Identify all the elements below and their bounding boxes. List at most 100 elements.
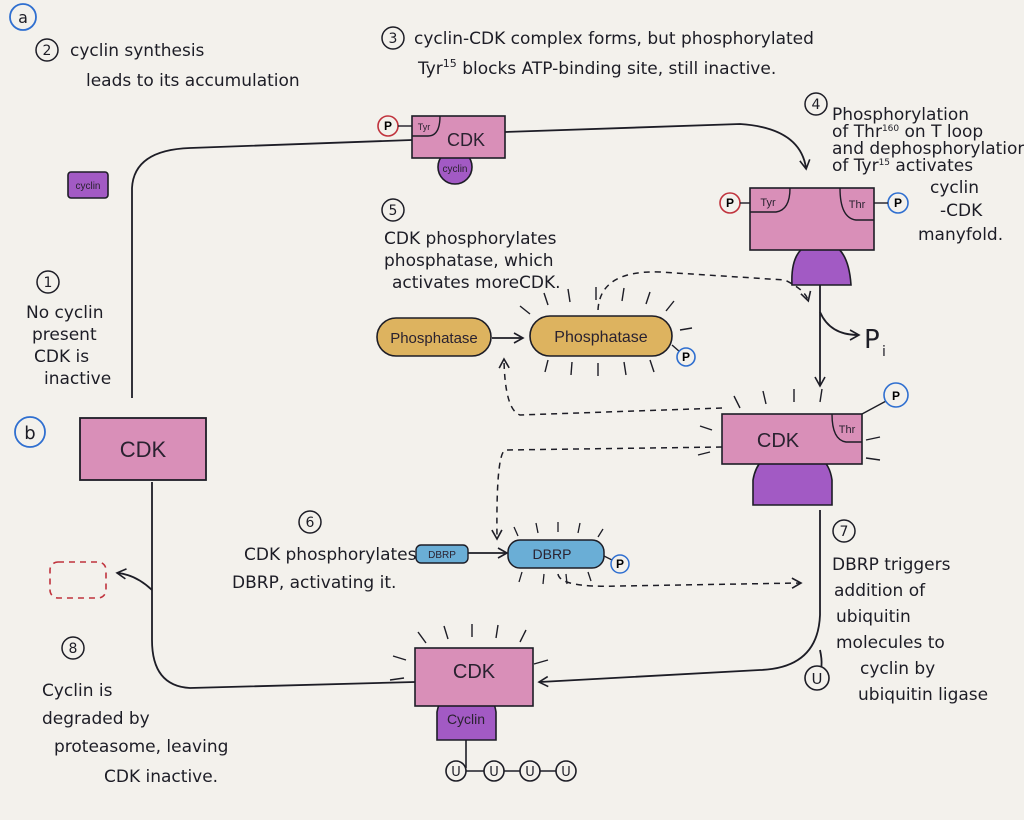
dbrp-active-label: DBRP xyxy=(533,546,572,562)
step-5-line-1: CDK phosphorylates xyxy=(384,229,557,249)
ubiquitin-2: U xyxy=(483,760,505,782)
dbrp-inactive-label: DBRP xyxy=(428,550,456,561)
step-4-thr-superscript: 160 xyxy=(882,124,899,134)
step-2-line-1: cyclin synthesis xyxy=(70,41,205,61)
cyclin-cdk-complex-inactive: cyclin Tyr CDK P xyxy=(377,115,506,185)
step-1-annotation: 1 No cyclin present CDK is inactive xyxy=(26,270,111,389)
step-4-line-2-rest: on T loop xyxy=(899,122,983,142)
active-cdk-glow-lines xyxy=(697,388,881,461)
pi-subscript: i xyxy=(882,344,886,360)
ubiquitin-input-letter: U xyxy=(812,670,823,688)
panel-b-letter: b xyxy=(24,423,35,444)
step-7-number: 7 xyxy=(840,524,849,540)
step-7-line-1: DBRP triggers xyxy=(832,555,951,575)
line-cdk-to-cyclin xyxy=(131,139,413,398)
step-3-line-2: Tyr15 blocks ATP-binding site, still ina… xyxy=(417,57,776,79)
step-2-text: cyclin synthesis leads to its accumulati… xyxy=(70,41,300,91)
free-cyclin: cyclin xyxy=(67,171,109,199)
phosphatase-inactive-label: Phosphatase xyxy=(390,330,478,347)
step-7-line-3: ubiquitin xyxy=(836,607,911,627)
step-5-number: 5 xyxy=(389,203,398,219)
ubiquitin-3: U xyxy=(519,760,541,782)
panel-label-a: a xyxy=(9,3,37,31)
phosphatase-active: Phosphatase P xyxy=(519,287,696,376)
active-cdk-thr-label: Thr xyxy=(839,424,856,436)
dashed-dbrp-to-ubiquitylation xyxy=(557,573,803,589)
ubiquitylated-cdk-label: CDK xyxy=(453,661,496,683)
panel-a-letter: a xyxy=(18,8,28,27)
step-2-annotation: 2 cyclin synthesis leads to its accumula… xyxy=(35,38,300,91)
step-1-line-1: No cyclin xyxy=(26,303,104,323)
degraded-cyclin-outline xyxy=(49,561,107,599)
phosphatase-active-label: Phosphatase xyxy=(554,329,648,346)
ubiquitylated-cyclin-label: Cyclin xyxy=(447,711,485,727)
active-thr-label: Thr xyxy=(849,199,866,211)
step-4-line-2: of Thr160 on T loop xyxy=(832,122,983,142)
step-4-line-7: manyfold. xyxy=(918,225,1003,245)
step-8-line-4: CDK inactive. xyxy=(104,767,218,787)
step-4-thr: of Thr xyxy=(832,122,882,142)
step-4-line-1: Phosphorylation xyxy=(832,105,969,125)
phosphatase-glow-lines xyxy=(519,287,693,376)
free-cyclin-label: cyclin xyxy=(75,181,100,192)
ubiquitin-3-letter: U xyxy=(525,765,535,780)
step-8-line-3: proteasome, leaving xyxy=(54,737,228,757)
dbrp-phosphate: P xyxy=(616,557,624,571)
step-8-annotation: 8 Cyclin is degraded by proteasome, leav… xyxy=(42,636,228,787)
complex-cyclin-label: cyclin xyxy=(442,164,467,175)
ubiquitylated-complex: CDK Cyclin U U U U xyxy=(389,624,577,782)
step-7-line-2: addition of xyxy=(834,581,926,601)
inactive-cdk: CDK xyxy=(79,417,207,481)
ubiquitin-1: U xyxy=(445,760,467,782)
ubiquitin-1-letter: U xyxy=(451,765,461,780)
step-7-text: DBRP triggers addition of ubiquitin mole… xyxy=(832,555,988,705)
step-1-text: No cyclin present CDK is inactive xyxy=(26,303,111,389)
step-7-line-6: ubiquitin ligase xyxy=(858,685,988,705)
step-1-line-3: CDK is xyxy=(34,347,89,367)
step-6-annotation: 6 CDK phosphorylates DBRP, activating it… xyxy=(232,510,417,593)
step-4-tyr-superscript: 15 xyxy=(879,158,890,168)
step-4-text: Phosphorylation xyxy=(832,105,969,125)
step-3-line-1: cyclin-CDK complex forms, but phosphoryl… xyxy=(414,29,814,49)
step-3-annotation: 3 cyclin-CDK complex forms, but phosphor… xyxy=(381,26,814,79)
step-1-line-4: inactive xyxy=(44,369,111,389)
complex-cdk-label: CDK xyxy=(447,130,485,150)
step-6-number: 6 xyxy=(306,515,315,531)
dashed-cdk-to-phosphatase xyxy=(498,357,723,416)
cycle-lines xyxy=(115,123,861,689)
dbrp-inactive: DBRP xyxy=(415,544,469,564)
step-3-tyr: Tyr xyxy=(417,59,443,79)
active-cdk-phosphate: P xyxy=(892,389,900,403)
step-4-line-4-rest: activates xyxy=(890,156,973,176)
step-5-text: CDK phosphorylates phosphatase, which ac… xyxy=(384,229,562,293)
inorganic-phosphate: P i xyxy=(864,325,886,360)
step-5-line-3: activates moreCDK. xyxy=(392,273,561,293)
inactive-cdk-label: CDK xyxy=(120,437,167,462)
complex-phospho-tyr: P xyxy=(384,119,392,133)
step-4-annotation: 4 Phosphorylation of Thr160 on T loop an… xyxy=(804,92,1024,245)
step-5-line-2: phosphatase, which xyxy=(384,251,554,271)
ubiquitin-4: U xyxy=(555,760,577,782)
step-7-line-4: molecules to xyxy=(836,633,945,653)
ubiquitin-input-molecule: U xyxy=(804,665,830,691)
pi-branch xyxy=(819,311,861,341)
dbrp-active: DBRP P xyxy=(507,522,630,585)
degradation-arrow xyxy=(115,568,153,591)
step-4-line-4: of Tyr15 activates xyxy=(832,156,973,176)
line-degradation-to-cdk xyxy=(151,482,416,689)
active-phospho-tyr: P xyxy=(726,196,734,210)
polyubiquitin-chain: U U U U xyxy=(445,760,577,782)
step-4-line-5: cyclin xyxy=(930,178,979,198)
step-6-line-2: DBRP, activating it. xyxy=(232,573,396,593)
step-8-line-1: Cyclin is xyxy=(42,681,113,701)
step-4-tyr: of Tyr xyxy=(832,156,879,176)
step-1-number: 1 xyxy=(44,275,53,291)
step-5-annotation: 5 CDK phosphorylates phosphatase, which … xyxy=(381,198,562,293)
step-7-annotation: 7 DBRP triggers addition of ubiquitin mo… xyxy=(832,519,988,705)
line-active-to-ubiquitylation xyxy=(537,510,821,688)
step-8-line-2: degraded by xyxy=(42,709,150,729)
ubiquitylated-glow-lines xyxy=(389,624,549,681)
step-3-line-2-rest: blocks ATP-binding site, still inactive. xyxy=(457,59,776,79)
step-4-line-3: and dephosphorylation xyxy=(832,139,1024,159)
